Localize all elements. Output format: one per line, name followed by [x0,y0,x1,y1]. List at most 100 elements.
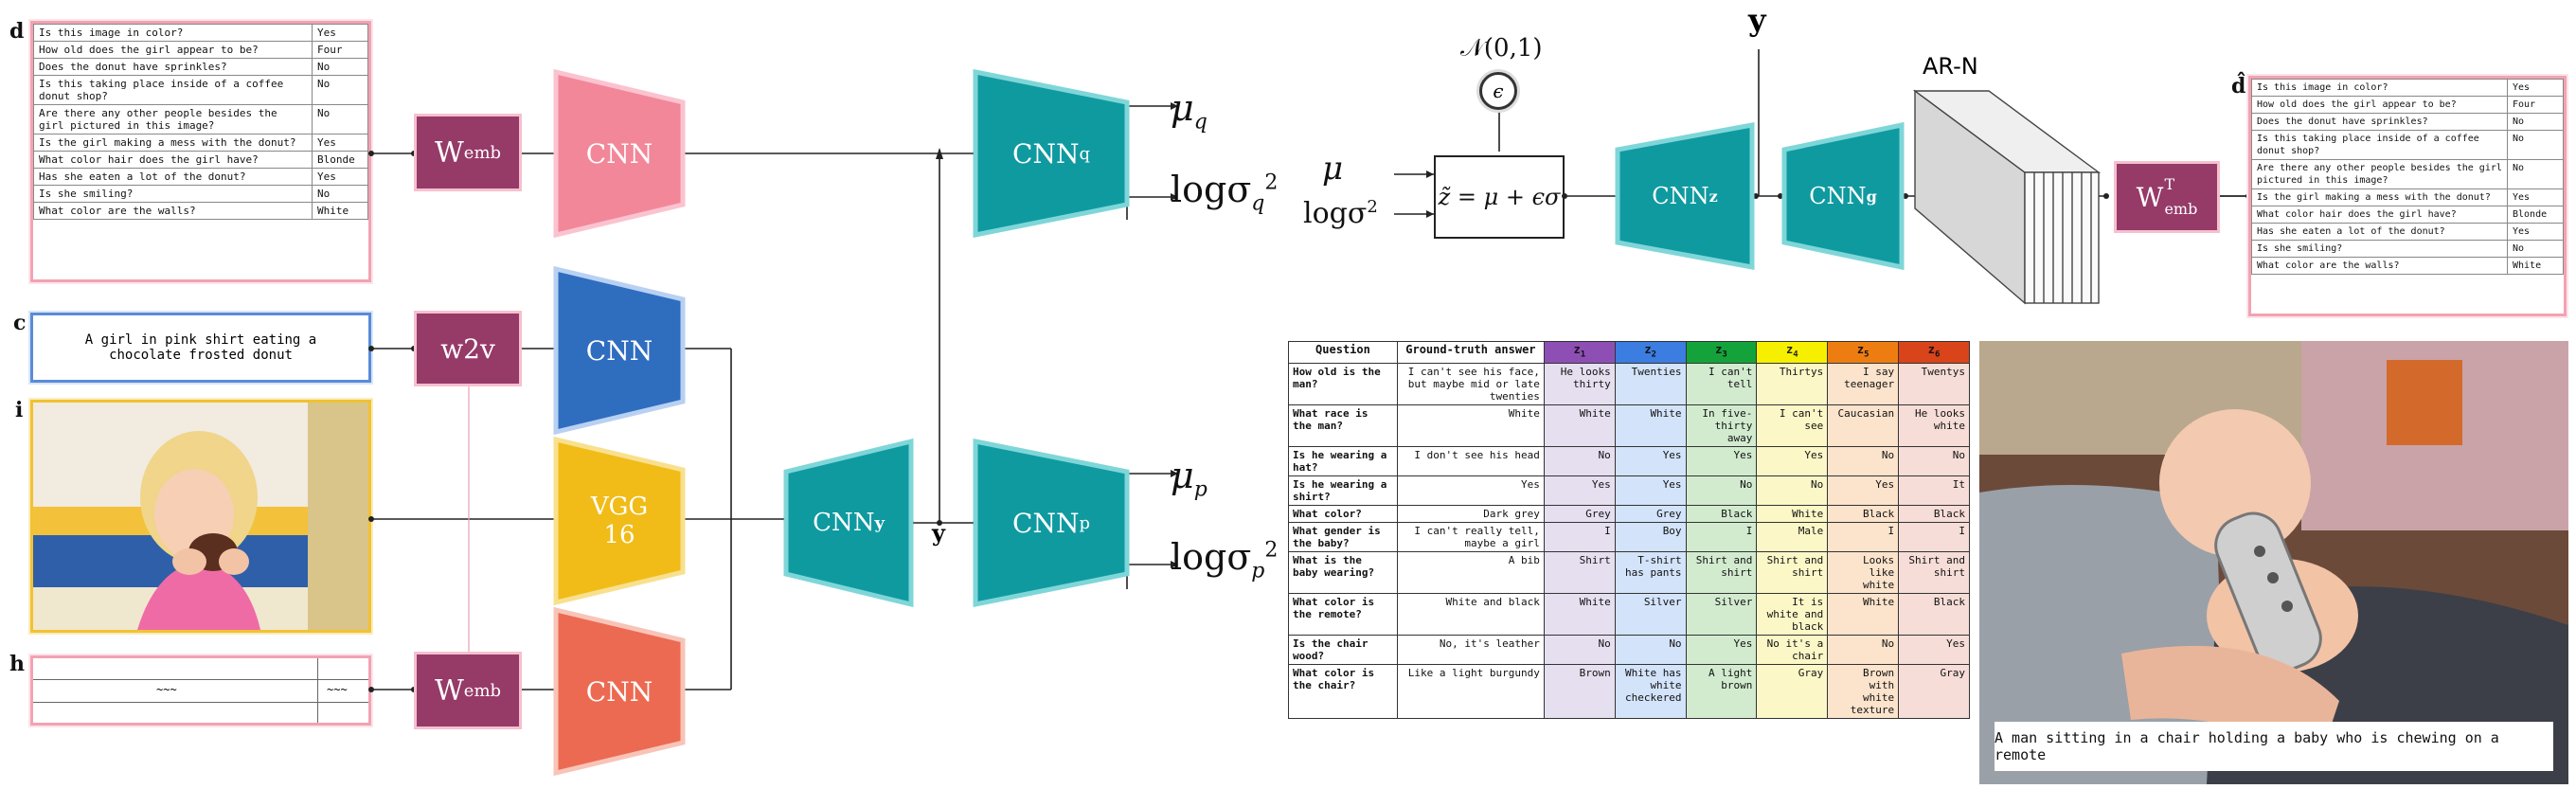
results-sample: He looks thirty [1543,363,1616,406]
logsigma-input: logσ2 [1303,197,1378,230]
wt-emb-label: W [2136,181,2164,213]
results-sample: I [1827,522,1900,553]
results-sample: No it's a chair [1756,635,1829,666]
mu-p: μp [1171,455,1208,502]
dialog-question: Is this taking place inside of a coffee … [2251,130,2508,160]
dialog-row: Is the girl making a mess with the donut… [2251,188,2564,206]
results-question: Is the chair wood? [1288,635,1398,666]
dialog-row: How old does the girl appear to be?Four [2251,96,2564,114]
logsigma-q: logσq2 [1171,169,1278,216]
results-question: What color is the chair? [1288,664,1398,720]
w-emb-bottom-sub: emb [463,680,502,701]
results-sample: Shirt and shirt [1685,551,1758,595]
dialog-question: What color are the walls? [33,202,313,220]
results-sample: Yes [1685,446,1758,477]
dialog-answer: Yes [2507,223,2564,241]
dialog-row: Is this image in color?Yes [2251,79,2564,97]
results-header-cell: z2 [1614,340,1687,365]
results-ground-truth: I can't see his face, but maybe mid or l… [1396,363,1545,406]
mu-p-symbol: μ [1171,455,1194,496]
dialog-answer: White [2507,257,2564,275]
results-sample: A light brown [1685,664,1758,720]
results-header-cell: Question [1288,340,1398,365]
reparam-box: z̃ = μ + ϵσ [1434,155,1565,239]
results-sample: No [1827,635,1900,666]
dialog-answer: Blonde [2507,206,2564,224]
dialog-question: Does the donut have sprinkles? [2251,113,2508,131]
dialog-question: Is she smiling? [33,185,313,203]
dialog-row: Does the donut have sprinkles?No [33,58,368,76]
mu-q: μq [1171,87,1208,134]
w-emb-top-sub: emb [463,142,502,163]
results-row: How old is the man?I can't see his face,… [1288,363,1970,406]
results-sample: No [1827,446,1900,477]
results-sample: He looks white [1898,404,1970,448]
results-sample: Black [1827,505,1900,524]
dialog-answer: Yes [2507,188,2564,206]
cnn-z-sub: z [1708,187,1718,206]
y-label-top: y [1748,2,1766,38]
girl-photo-illustration [33,403,368,630]
results-sample: Yes [1614,446,1687,477]
results-sample: White [1614,404,1687,448]
dialog-row: Has she eaten a lot of the donut?Yes [33,168,368,186]
results-ground-truth: No, it's leather [1396,635,1545,666]
dialog-question: Are there any other people besides the g… [2251,159,2508,189]
results-sample: Grey [1614,505,1687,524]
dialog-question: Is the girl making a mess with the donut… [2251,188,2508,206]
cnn-g-text: CNN [1809,183,1867,209]
results-sample: No [1685,475,1758,507]
cnn-q-shape [973,68,1130,239]
caption-box: A girl in pink shirt eating a chocolate … [30,313,371,383]
dialog-row: Is the girl making a mess with the donut… [33,134,368,152]
results-question: Is he wearing a shirt? [1288,475,1398,507]
dialog-answer: White [312,202,368,220]
results-sample: White [1543,404,1616,448]
results-header-cell: z3 [1685,340,1758,365]
cnn-blue-label: CNN [585,334,653,367]
cnn-p-text: CNN [1012,507,1080,539]
cnn-q-sub: q [1079,143,1090,164]
results-sample: White [1543,593,1616,637]
dialog-question: What color hair does the girl have? [33,151,313,169]
results-ground-truth: White and black [1396,593,1545,637]
dialog-answer: No [2507,113,2564,131]
cnn-g-shape [1781,121,1905,271]
y-label-mid: y [932,519,945,547]
dialog-row: Has she eaten a lot of the donut?Yes [2251,223,2564,241]
logsigma-q-sup: 2 [1264,170,1279,195]
results-row: What color is the remote?White and black… [1288,593,1970,637]
results-sample: Twentys [1898,363,1970,406]
dialog-row: Are there any other people besides the g… [2251,159,2564,189]
dialog-answer: Yes [2507,79,2564,97]
dialog-row: Is this taking place inside of a coffee … [33,75,368,105]
results-sample: It is white and black [1756,593,1829,637]
results-ground-truth: I can't really tell, maybe a girl [1396,522,1545,553]
label-d: d [9,19,25,44]
dialog-question: Is the girl making a mess with the donut… [33,134,313,152]
results-sample: Black [1898,505,1970,524]
dialog-question: Is she smiling? [2251,240,2508,258]
dialog-row: What color hair does the girl have?Blond… [2251,206,2564,224]
w2v-block: w2v [414,311,522,386]
results-ground-truth: Yes [1396,475,1545,507]
dialog-question: Does the donut have sprinkles? [33,58,313,76]
dialog-question: Has she eaten a lot of the donut? [33,168,313,186]
w-emb-top-label: W [434,135,464,170]
results-sample: Grey [1543,505,1616,524]
results-sample: Thirtys [1756,363,1829,406]
results-sample: White [1756,505,1829,524]
results-sample: No [1756,475,1829,507]
results-row: What gender is the baby?I can't really t… [1288,522,1970,553]
results-sample: I can't see [1756,404,1829,448]
dialog-row: Is this taking place inside of a coffee … [2251,130,2564,160]
results-sample: No [1543,635,1616,666]
